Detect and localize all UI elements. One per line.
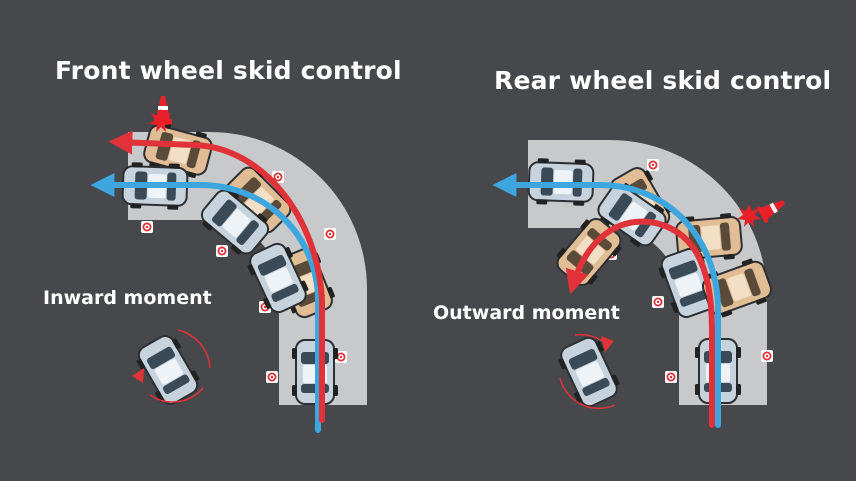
- left-paths: [90, 130, 325, 433]
- ideal-path: [90, 173, 321, 433]
- traffic-cone-icon: [756, 200, 786, 223]
- left-moment-car: [131, 329, 211, 411]
- road-marker-icon: [646, 158, 660, 172]
- road-marker-icon: [265, 370, 279, 384]
- rotation-arrow-icon: [559, 377, 616, 410]
- skid-path: [108, 130, 325, 423]
- outward-moment-label: Outward moment: [433, 302, 620, 324]
- right-moment-car: [553, 332, 625, 412]
- rotation-arrow-icon: [149, 387, 204, 403]
- impact-burst-icon: [149, 109, 173, 132]
- left-road: [128, 132, 367, 405]
- car-icon: [553, 332, 625, 412]
- road-marker-icon: [140, 220, 154, 234]
- road-marker-icon: [323, 227, 337, 241]
- skid-path: [565, 218, 715, 428]
- right-paths: [492, 173, 721, 428]
- rotation-arrow-icon: [177, 329, 211, 369]
- road-marker-icon: [664, 370, 678, 384]
- right-panel-title: Rear wheel skid control: [494, 66, 832, 95]
- ideal-path: [492, 173, 721, 428]
- left-panel-title: Front wheel skid control: [55, 56, 402, 85]
- road-marker-icon: [760, 349, 774, 363]
- impact-burst-icon: [737, 204, 761, 227]
- inward-moment-label: Inward moment: [43, 287, 212, 309]
- road-marker-icon: [651, 295, 665, 309]
- road-marker-icon: [215, 244, 229, 258]
